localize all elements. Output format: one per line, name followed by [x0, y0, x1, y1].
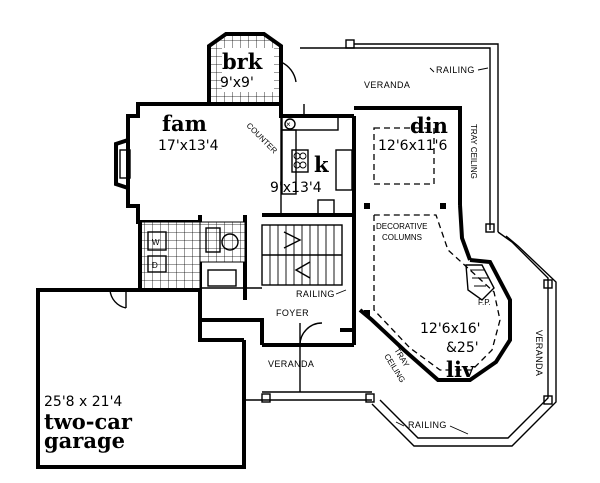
- breakfast-name: brk: [222, 49, 263, 74]
- garage-dims: 25'8 x 21'4: [44, 394, 122, 410]
- railing-bottom-arrow: [395, 421, 469, 435]
- breakfast-dims: 9'x9': [220, 75, 254, 91]
- fireplace: [465, 264, 495, 301]
- dining-dims: 12'6x11'6: [378, 138, 448, 154]
- dining-tray-ceiling: [373, 127, 435, 185]
- column-1: [364, 203, 370, 209]
- fireplace-label: F.P.: [478, 298, 491, 307]
- railing-stair-label: RAILING: [296, 289, 335, 299]
- living-dims-1: 12'6x16': [420, 321, 481, 337]
- railing-top-label: RAILING: [436, 65, 475, 75]
- kitchen-fixtures: ×: [281, 104, 353, 215]
- veranda-bottom-label: VERANDA: [268, 359, 314, 369]
- decorative-columns-label-1: DECORATIVE: [376, 222, 427, 231]
- breakfast-bay: [207, 32, 297, 106]
- laundry-area: W D: [138, 221, 246, 292]
- washer-label: W: [152, 238, 160, 247]
- living-name: liv: [446, 357, 475, 382]
- railing-bottom-label: RAILING: [408, 420, 447, 430]
- svg-text:×: ×: [286, 120, 291, 129]
- veranda-top-label: VERANDA: [364, 80, 410, 90]
- column-3: [364, 310, 370, 316]
- kitchen-dims: 9'x13'4: [270, 180, 322, 196]
- column-2: [440, 203, 446, 209]
- kitchen-name: k: [314, 152, 329, 177]
- family-dims: 17'x13'4: [158, 138, 219, 154]
- railing-top-arrow: [429, 67, 489, 73]
- decorative-columns-label-2: COLUMNS: [382, 233, 422, 242]
- counter-label: COUNTER: [245, 121, 279, 155]
- veranda-right-label: VERANDA: [534, 330, 544, 376]
- railing-stair-arrow: [335, 289, 347, 295]
- dryer-label: D: [152, 261, 158, 270]
- foyer-label: FOYER: [276, 308, 309, 318]
- family-name: fam: [162, 111, 207, 136]
- dining-name: din: [410, 113, 448, 138]
- garage-name-1: two-car: [44, 409, 133, 434]
- living-dims-2: &25': [446, 340, 479, 356]
- veranda-porch: [243, 39, 557, 447]
- garage: [36, 288, 246, 469]
- garage-name-2: garage: [44, 428, 125, 453]
- stairs: [261, 224, 343, 286]
- tray-ceiling-din-label: TRAY CEILING: [469, 124, 478, 179]
- living-tray-ceiling: [373, 214, 501, 371]
